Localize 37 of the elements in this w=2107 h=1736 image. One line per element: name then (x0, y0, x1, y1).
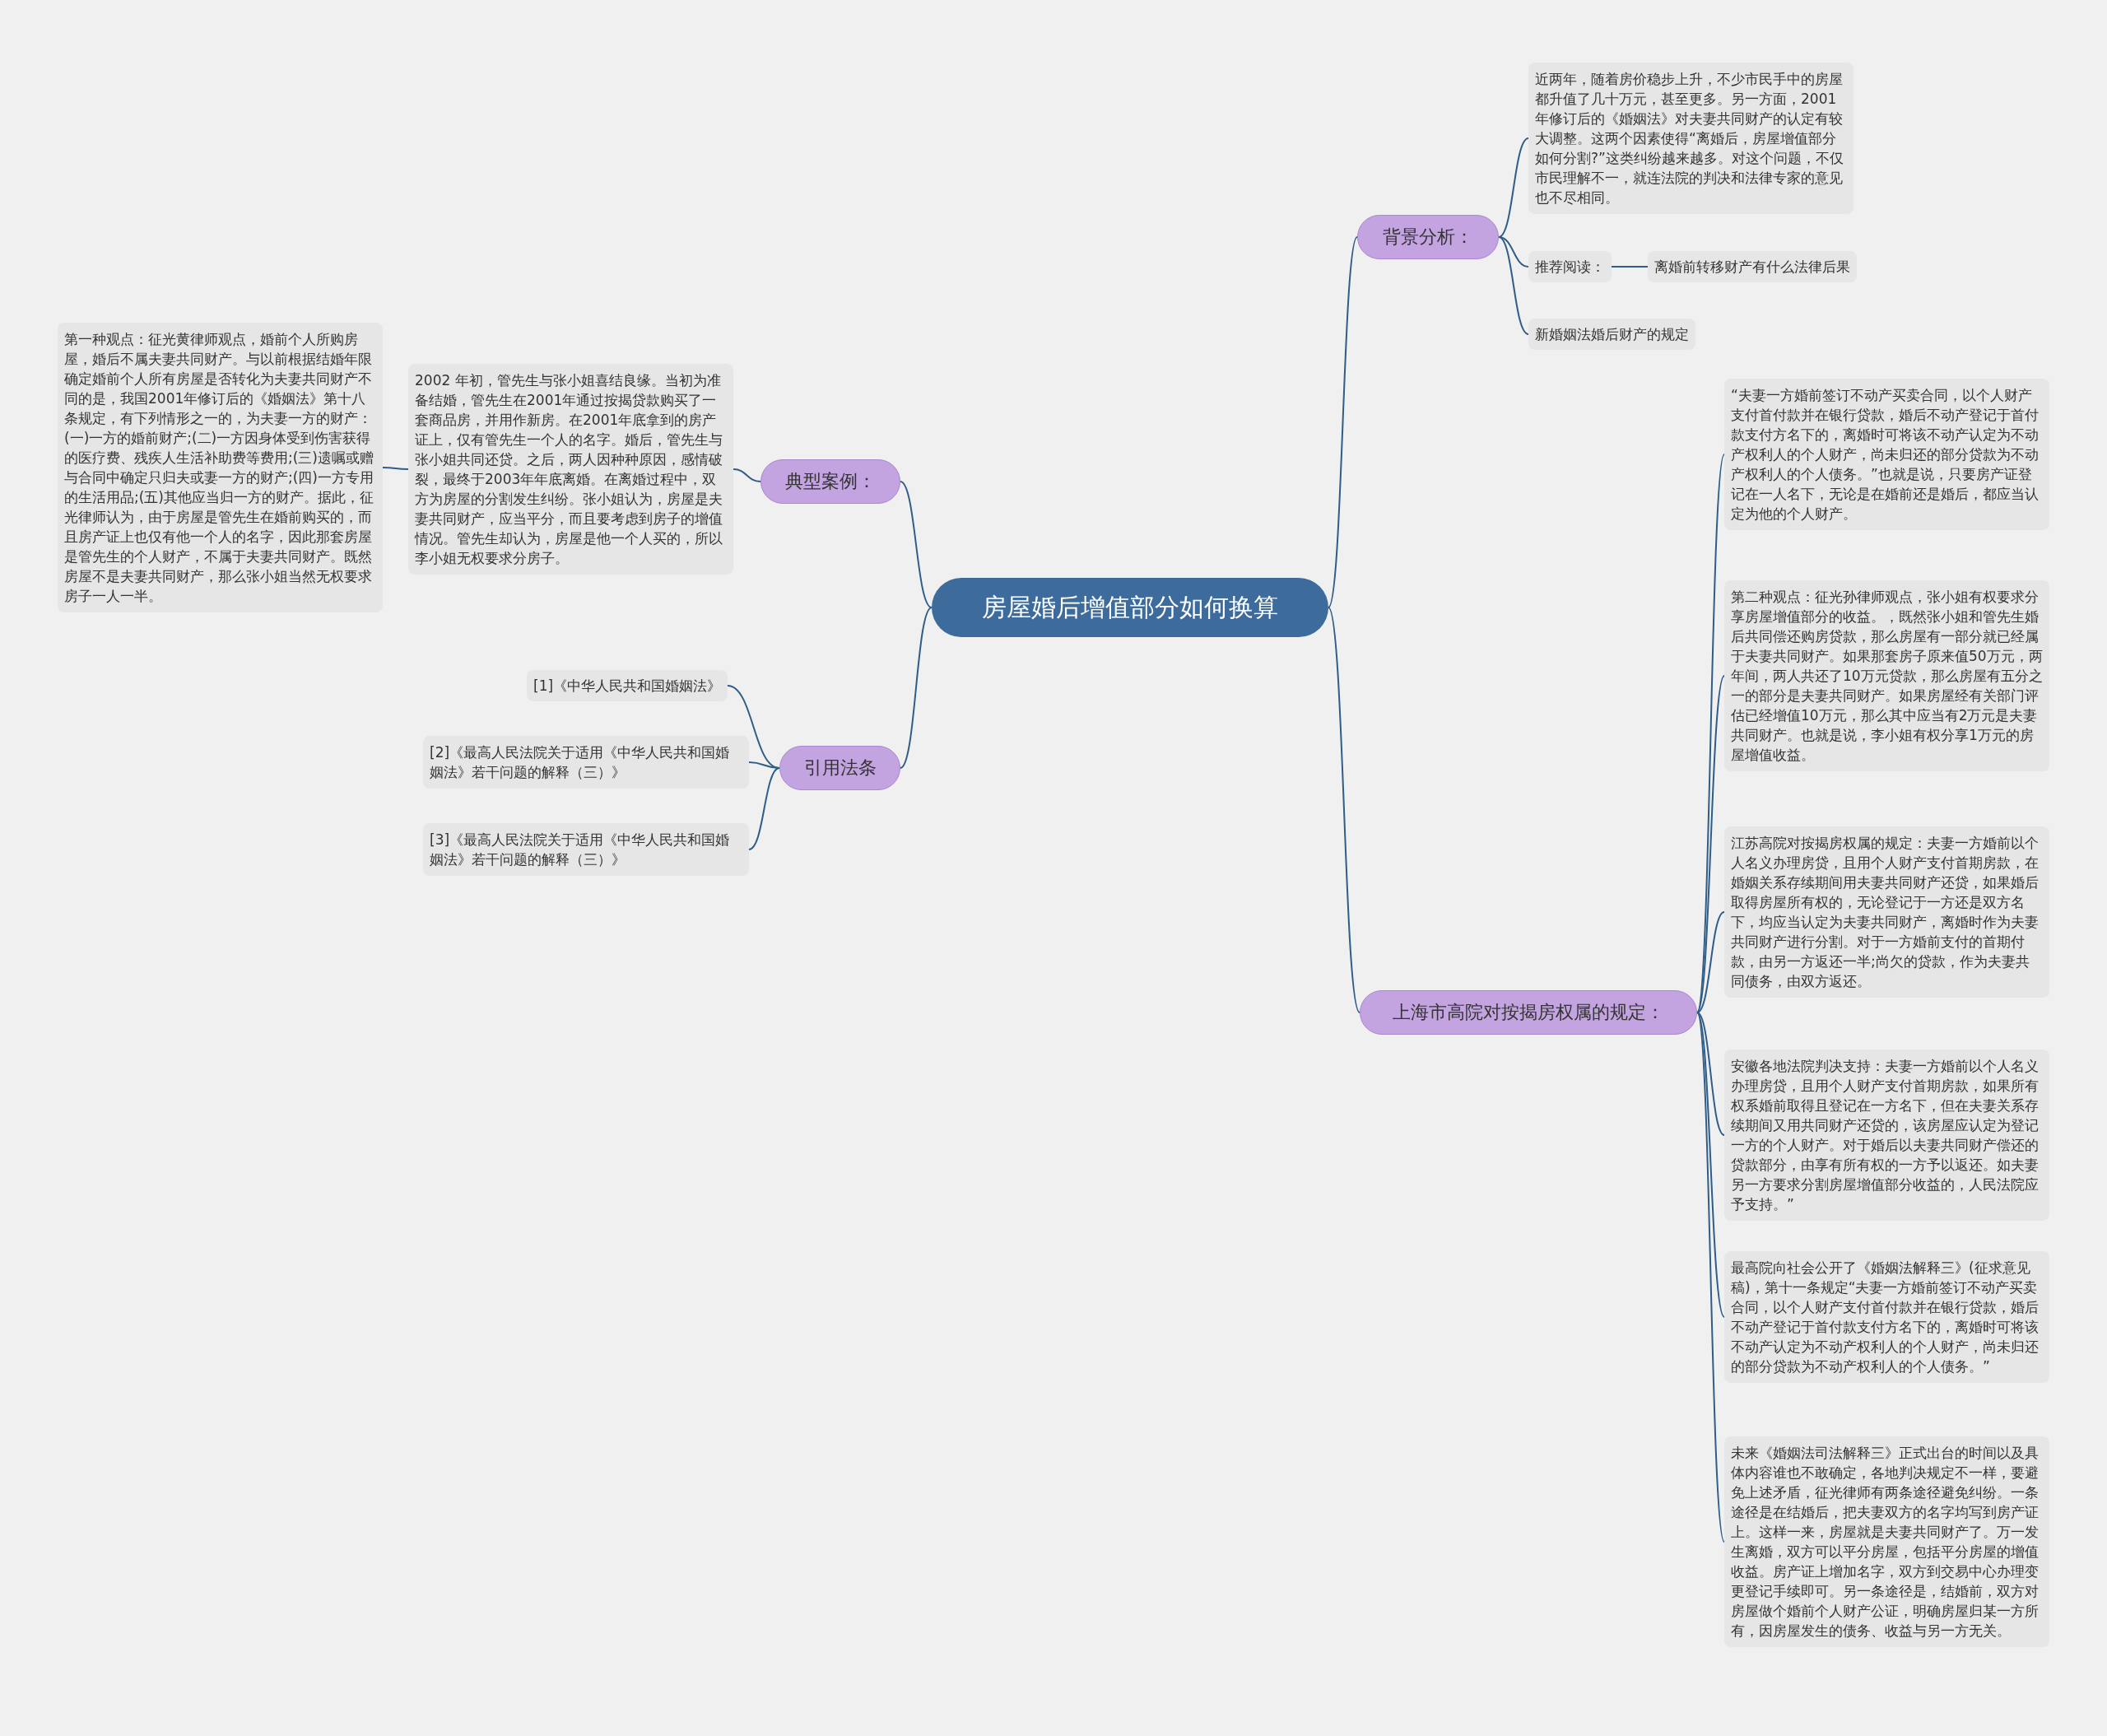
topic-pill: 背景分析： (1357, 215, 1499, 259)
connector-line (1696, 1012, 1725, 1543)
topic-pill: 上海市高院对按揭房权属的规定： (1360, 990, 1697, 1035)
connector-line (748, 767, 780, 850)
connector-line (900, 481, 933, 608)
connector-line (1696, 911, 1725, 1013)
topic-pill: 引用法条 (779, 746, 900, 790)
connector-line (1696, 675, 1725, 1013)
connector-line (900, 607, 933, 769)
text-note: 最高院向社会公开了《婚姻法解释三》(征求意见稿)，第十一条规定“夫妻一方婚前签订不动产买卖合同，以个人财产支付首付款并在银行贷款，婚后不动产登记于首付款支付方名下的，离婚时可将该不动产认定为不动产权利人的个人财产，尚未归还的部分贷款为不动产权利人的个人债务。” (1724, 1251, 2049, 1383)
connector-line (748, 761, 780, 769)
connector-line (1498, 236, 1529, 335)
connector-line (1611, 266, 1649, 268)
connector-line (1328, 236, 1358, 608)
connector-line (1498, 236, 1529, 268)
text-note: 第一种观点：征光黄律师观点，婚前个人所购房屋，婚后不属夫妻共同财产。与以前根据结婚年限确定婚前个人所有房屋是否转化为夫妻共同财产不同的是，我国2001年修订后的《婚姻法》第十八条规定，有下列情形之一的，为夫妻一方的财产：(一)一方的婚前财产;(二)一方因身体受到伤害获得的医疗费、残疾人生活补助费等费用;(三)遗嘱或赠与合同中确定只归夫或妻一方的财产;(四)一方专用的生活用品;(五)其他应当归一方的财产。据此，征光律师认为，由于房屋是管先生在婚前购买的，而且房产证上也仅有他一个人的名字，因此那套房屋是管先生的个人财产，不属于夫妻共同财产。既然房屋不是夫妻共同财产，那么张小姐当然无权要求房子一人一半。 (58, 323, 383, 612)
text-note: 江苏高院对按揭房权属的规定：夫妻一方婚前以个人名义办理房贷，且用个人财产支付首期房款，在婚姻关系存续期间用夫妻共同财产还贷，如果婚后取得房屋所有权的，无论登记于一方还是双方名下，均应当认定为夫妻共同财产，离婚时作为夫妻共同财产进行分割。对于一方婚前支付的首期付款，由另一方返还一半;尚欠的贷款，作为夫妻共同债务，由双方返还。 (1724, 826, 2049, 998)
text-note: 安徽各地法院判决支持：夫妻一方婚前以个人名义办理房贷，且用个人财产支付首期房款，如果所有权系婚前取得且登记在一方名下，但在夫妻关系存续期间又用共同财产还贷的，该房屋应认定为登记一方的个人财产。对于婚后以夫妻共同财产偿还的贷款部分，由享有所有权的一方予以返还。如夫妻另一方要求分割房屋增值部分收益的，人民法院应予支持。” (1724, 1050, 2049, 1221)
text-note: 未来《婚姻法司法解释三》正式出台的时间以及具体内容谁也不敢确定，各地判决规定不一样，要避免上述矛盾，征光律师有两条途径避免纠纷。一条途径是在结婚后，把夫妻双方的名字均写到房产证上。这样一来，房屋就是夫妻共同财产了。万一发生离婚，双方可以平分房屋，包括平分房屋的增值收益。房产证上增加名字，双方到交易中心办理变更登记手续即可。另一条途径是，结婚前，双方对房屋做个婚前个人财产公证，明确房屋归某一方所有，因房屋发生的债务、收益与另一方无关。 (1724, 1436, 2049, 1647)
text-note: 近两年，随着房价稳步上升，不少市民手中的房屋都升值了几十万元，甚至更多。另一方面，2001年修订后的《婚姻法》对夫妻共同财产的认定有较大调整。这两个因素使得“离婚后，房屋增值部分如何分割?”这类纠纷越来越多。对这个问题，不仅市民理解不一，就连法院的判决和法律专家的意见也不尽相同。 (1528, 63, 1854, 214)
subtopic: [1]《中华人民共和国婚姻法》 (527, 670, 728, 701)
text-note: “夫妻一方婚前签订不动产买卖合同，以个人财产支付首付款并在银行贷款，婚后不动产登记于首付款支付方名下的，离婚时可将该不动产认定为不动产权利人的个人财产，尚未归还的部分贷款为不动产权利人的个人债务。”也就是说，只要房产证登记在一人名下，无论是在婚前还是婚后，都应当认定为他的个人财产。 (1724, 379, 2049, 530)
subtopic: 新婚姻法婚后财产的规定 (1528, 319, 1695, 350)
connector-line (1696, 1012, 1725, 1318)
topic-pill: 典型案例： (760, 459, 900, 504)
connector-line (1328, 607, 1360, 1013)
subtopic: 离婚前转移财产有什么法律后果 (1648, 251, 1857, 282)
connector-line (1696, 1012, 1725, 1136)
connector-line (1498, 137, 1529, 238)
connector-line (382, 467, 409, 470)
text-note: 2002 年初，管先生与张小姐喜结良缘。当初为准备结婚，管先生在2001年通过按揭贷款购买了一套商品房，并用作新房。在2001年底拿到的房产证上，仅有管先生一个人的名字。婚后，管先生与张小姐共同还贷。之后，两人因种种原因，感情破裂，最终于2003年年底离婚。在离婚过程中，双方为房屋的分割发生纠纷。张小姐认为，房屋是夫妻共同财产，应当平分，而且要考虑到房子的增值情况。管先生却认为，房屋是他一个人买的，所以李小姐无权要求分房子。 (408, 364, 733, 575)
text-note: [2]《最高人民法院关于适用《中华人民共和国婚姻法》若干问题的解释（三）》 (423, 736, 749, 789)
subtopic: 推荐阅读： (1528, 251, 1612, 282)
text-note: 第二种观点：征光孙律师观点，张小姐有权要求分享房屋增值部分的收益。，既然张小姐和管先生婚后共同偿还购房贷款，那么房屋有一部分就已经属于夫妻共同财产。如果那套房子原来值50万元，两年间，两人共还了10万元贷款，那么房屋有五分之一的部分是夫妻共同财产。如果房屋经有关部门评估已经增值10万元，那么其中应当有2万元是夫妻共同财产。也就是说，李小姐有权分享1万元的房屋增值收益。 (1724, 580, 2049, 771)
central-topic: 房屋婚后增值部分如何换算 (932, 578, 1328, 637)
connector-line (733, 468, 761, 482)
text-note: [3]《最高人民法院关于适用《中华人民共和国婚姻法》若干问题的解释（三）》 (423, 823, 749, 876)
